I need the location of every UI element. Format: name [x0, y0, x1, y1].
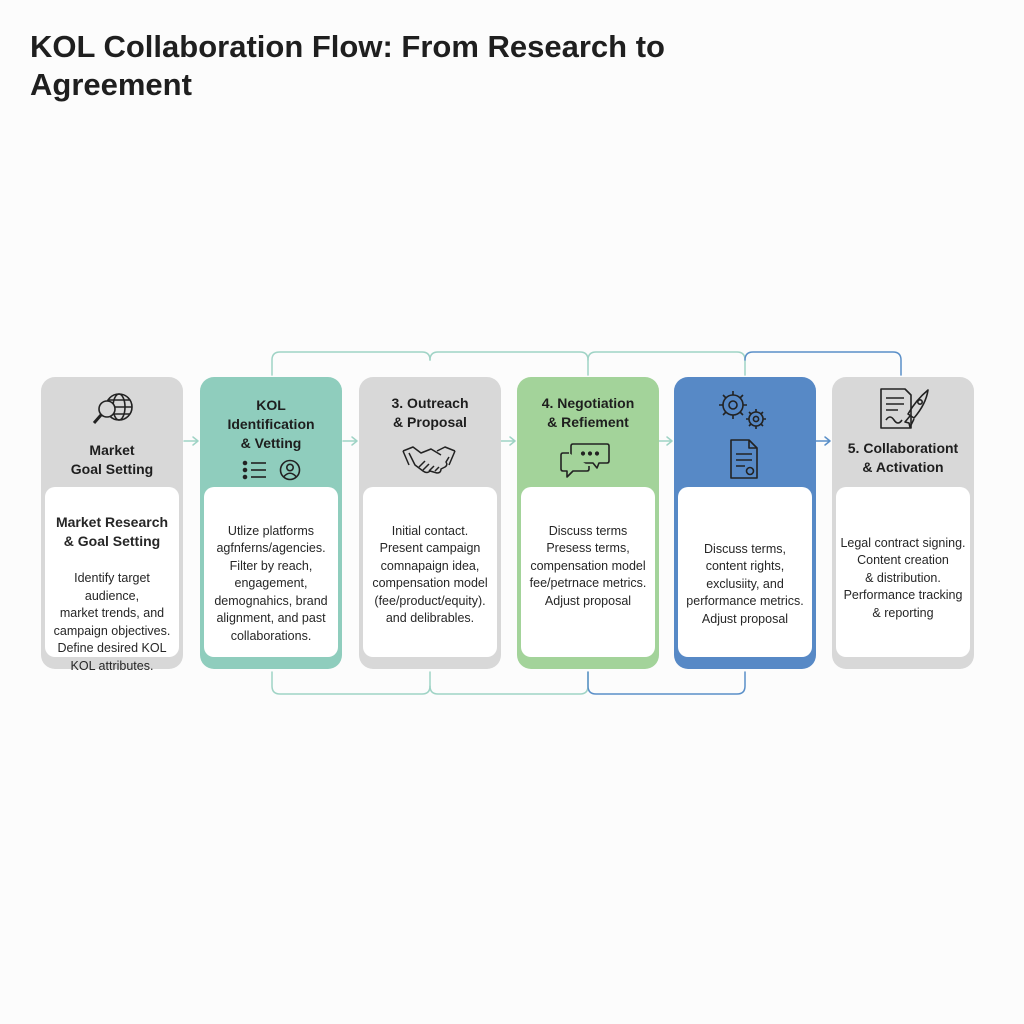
top-bracket-1	[271, 351, 431, 376]
gears-icon	[716, 388, 772, 432]
step-card-description: Initial contact. Present campaign comnap…	[372, 523, 488, 626]
step-card-description: Discuss terms, content rights, exclusiit…	[686, 541, 804, 626]
step-card-body: Utlize platforms agfnferns/agencies. Fil…	[204, 487, 338, 657]
step-card-header: Market Goal Setting	[41, 377, 183, 489]
step-card-header: 3. Outreach & Proposal	[359, 377, 501, 489]
arrow-2-3	[342, 436, 358, 446]
list-icon	[242, 460, 268, 480]
step-card-body: Legal contract signing. Content creation…	[836, 487, 970, 657]
step-card-title: 3. Outreach & Proposal	[391, 395, 469, 430]
magnifier-globe-icon	[91, 391, 135, 429]
handshake-icon	[401, 443, 457, 477]
step-card-body: Market Research & Goal Setting Identify …	[45, 487, 179, 673]
document-icon	[728, 438, 760, 480]
step-card-collaboration: 5. Collaborationt & Activation Legal con…	[832, 377, 974, 669]
step-card-header: 5. Collaborationt & Activation	[832, 377, 974, 489]
step-card-kol-identification: KOL Identification & Vetting Utlize plat…	[200, 377, 342, 669]
step-card-body: Discuss terms Presess terms, compensatio…	[521, 487, 655, 657]
step-card-title: KOL Identification & Vetting	[227, 397, 315, 451]
bottom-bracket-3	[587, 671, 746, 695]
step-card-body: Discuss terms, content rights, exclusiit…	[678, 487, 812, 657]
step-card-description: Legal contract signing. Content creation…	[840, 535, 966, 620]
step-card-title: Market Goal Setting	[70, 442, 154, 477]
step-card-terms-review: Discuss terms, content rights, exclusiit…	[674, 377, 816, 669]
step-card-header: 4. Negotiation & Refiement	[517, 377, 659, 489]
chat-bubbles-icon	[559, 441, 611, 479]
page-title: KOL Collaboration Flow: From Research to…	[30, 29, 665, 102]
step-card-body: Initial contact. Present campaign comnap…	[363, 487, 497, 657]
arrow-4-5	[658, 436, 673, 446]
top-bracket-3	[587, 351, 746, 376]
bottom-bracket-2	[429, 671, 589, 695]
arrow-5-6	[815, 436, 831, 446]
step-card-outreach: 3. Outreach & Proposal Initial contact. …	[359, 377, 501, 669]
bottom-bracket-1	[271, 671, 431, 695]
contract-rocket-icon	[878, 386, 932, 430]
step-card-market-research: Market Goal Setting Market Research & Go…	[41, 377, 183, 673]
step-card-description: Identify target audience, market trends,…	[53, 571, 171, 673]
user-icon	[279, 459, 301, 481]
step-card-header	[674, 377, 816, 489]
step-card-title: 4. Negotiation & Refiement	[541, 395, 635, 430]
arrow-1-2	[183, 436, 199, 446]
step-card-header: KOL Identification & Vetting	[200, 377, 342, 489]
step-card-description: Discuss terms Presess terms, compensatio…	[529, 523, 647, 608]
arrow-3-4	[500, 436, 516, 446]
step-card-title: 5. Collaborationt & Activation	[847, 440, 959, 475]
top-bracket-4	[744, 351, 902, 376]
top-bracket-2	[429, 351, 589, 376]
step-card-body-title: Market Research & Goal Setting	[55, 513, 169, 549]
step-card-negotiation: 4. Negotiation & Refiement Discuss terms…	[517, 377, 659, 669]
step-card-description: Utlize platforms agfnferns/agencies. Fil…	[214, 523, 328, 643]
